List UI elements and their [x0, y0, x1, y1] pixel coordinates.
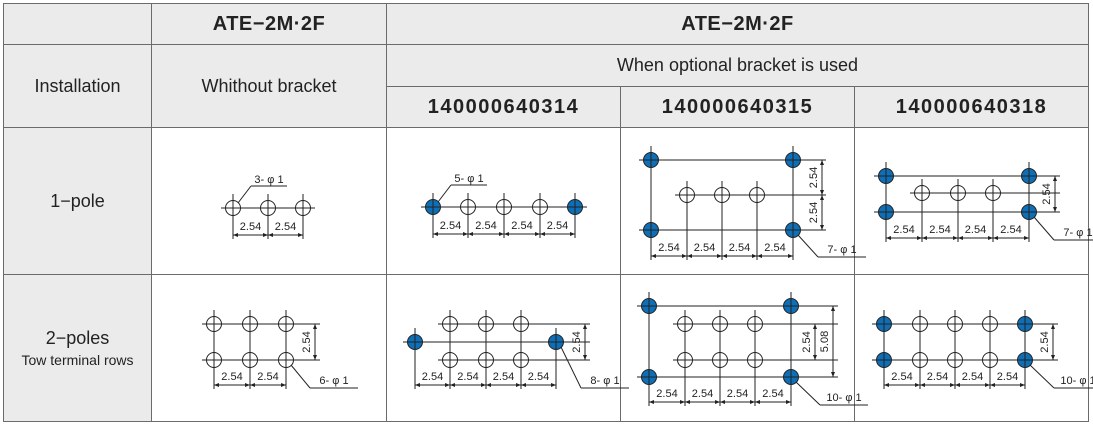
hole-callout: 6- φ 1	[319, 375, 348, 387]
dimension-label: 2.54	[764, 242, 785, 254]
dimension-label: 2.54	[656, 388, 677, 400]
diagram-4: 2.54 2.54 2.54 2.54 2.54 7- φ 1	[874, 162, 1093, 242]
callout-leader	[797, 234, 819, 258]
dimension-label: 2.54	[511, 220, 532, 232]
dimension-label: 2.54	[801, 331, 813, 352]
dimension-label: 5.08	[819, 331, 831, 352]
dimension-label: 2.54	[658, 242, 679, 254]
corner-cell	[3, 3, 152, 45]
code-header-315: 140000640315	[620, 86, 855, 128]
dimension-label: 2.54	[221, 371, 242, 383]
dimension-label: 2.54	[997, 371, 1018, 383]
callout-leader	[560, 346, 582, 389]
dimension-label: 2.54	[729, 242, 750, 254]
dimension-label: 2.54	[1041, 183, 1053, 204]
dimension-label: 2.54	[965, 224, 986, 236]
dimension-label: 2.54	[1039, 331, 1051, 352]
diagram-7: 2.54 2.54 2.54 2.54 2.54 5.08 10- φ 1	[637, 292, 868, 406]
dimension-label: 2.54	[808, 167, 820, 188]
dimension-label: 2.54	[727, 388, 748, 400]
callout-leader	[1033, 216, 1055, 241]
dimension-label: 2.54	[275, 221, 296, 233]
callout-leader	[1029, 364, 1055, 389]
dimension-label: 2.54	[440, 220, 461, 232]
dimension-label: 2.54	[571, 331, 583, 352]
dimension-label: 2.54	[493, 371, 514, 383]
dimension-label: 2.54	[547, 220, 568, 232]
dimension-label: 2.54	[929, 224, 950, 236]
dimension-label: 2.54	[1000, 224, 1021, 236]
dimension-label: 2.54	[694, 242, 715, 254]
dimension-label: 2.54	[762, 388, 783, 400]
row-label-text: 2−poles	[45, 328, 110, 348]
dimension-label: 2.54	[962, 371, 983, 383]
diagram-2: 2.54 2.54 2.54 2.54 5- φ 1	[421, 173, 587, 238]
diagram-6: 2.54 2.54 2.54 2.54 2.54 8- φ 1	[403, 310, 629, 389]
dimension-label: 2.54	[457, 371, 478, 383]
model-header-without: ATE−2M·2F	[151, 3, 387, 45]
code-header-318: 140000640318	[854, 86, 1089, 128]
dimension-label: 2.54	[808, 202, 820, 223]
hole-callout: 5- φ 1	[454, 173, 483, 185]
dimension-label: 2.54	[528, 371, 549, 383]
dimension-label: 2.54	[301, 331, 313, 352]
dimension-label: 2.54	[692, 388, 713, 400]
diagram-1: 2.54 2.54 3- φ 1	[221, 174, 315, 239]
hole-callout: 10- φ 1	[826, 392, 861, 404]
callout-leader	[290, 364, 311, 389]
dimension-label: 2.54	[422, 371, 443, 383]
diagram-3: 2.54 2.54 2.54 2.54 2.54 2.54 7- φ 1	[639, 146, 866, 260]
dimension-label: 2.54	[927, 371, 948, 383]
row-sublabel: Tow terminal rows	[21, 352, 134, 368]
dimension-label: 2.54	[891, 371, 912, 383]
model-header-with: ATE−2M·2F	[386, 3, 1089, 45]
diagram-8: 2.54 2.54 2.54 2.54 2.54 10- φ 1	[872, 310, 1093, 389]
with-bracket-header: When optional bracket is used	[386, 44, 1089, 87]
dimension-label: 2.54	[475, 220, 496, 232]
hole-callout: 10- φ 1	[1060, 375, 1093, 387]
callout-leader	[437, 184, 452, 203]
hole-callout: 8- φ 1	[590, 375, 619, 387]
row-label-text: 1−pole	[50, 190, 105, 211]
hole-callout: 7- φ 1	[827, 244, 856, 256]
dimension-label: 2.54	[893, 224, 914, 236]
dimension-label: 2.54	[257, 371, 278, 383]
hole-callout: 7- φ 1	[1063, 227, 1092, 239]
callout-leader	[795, 381, 821, 406]
dimension-label: 2.54	[240, 221, 261, 233]
diagram-5: 2.54 2.54 2.54 6- φ 1	[202, 310, 358, 389]
cell-2poles-318	[854, 274, 1089, 422]
callout-leader	[237, 185, 252, 204]
hole-callout: 3- φ 1	[254, 174, 283, 186]
